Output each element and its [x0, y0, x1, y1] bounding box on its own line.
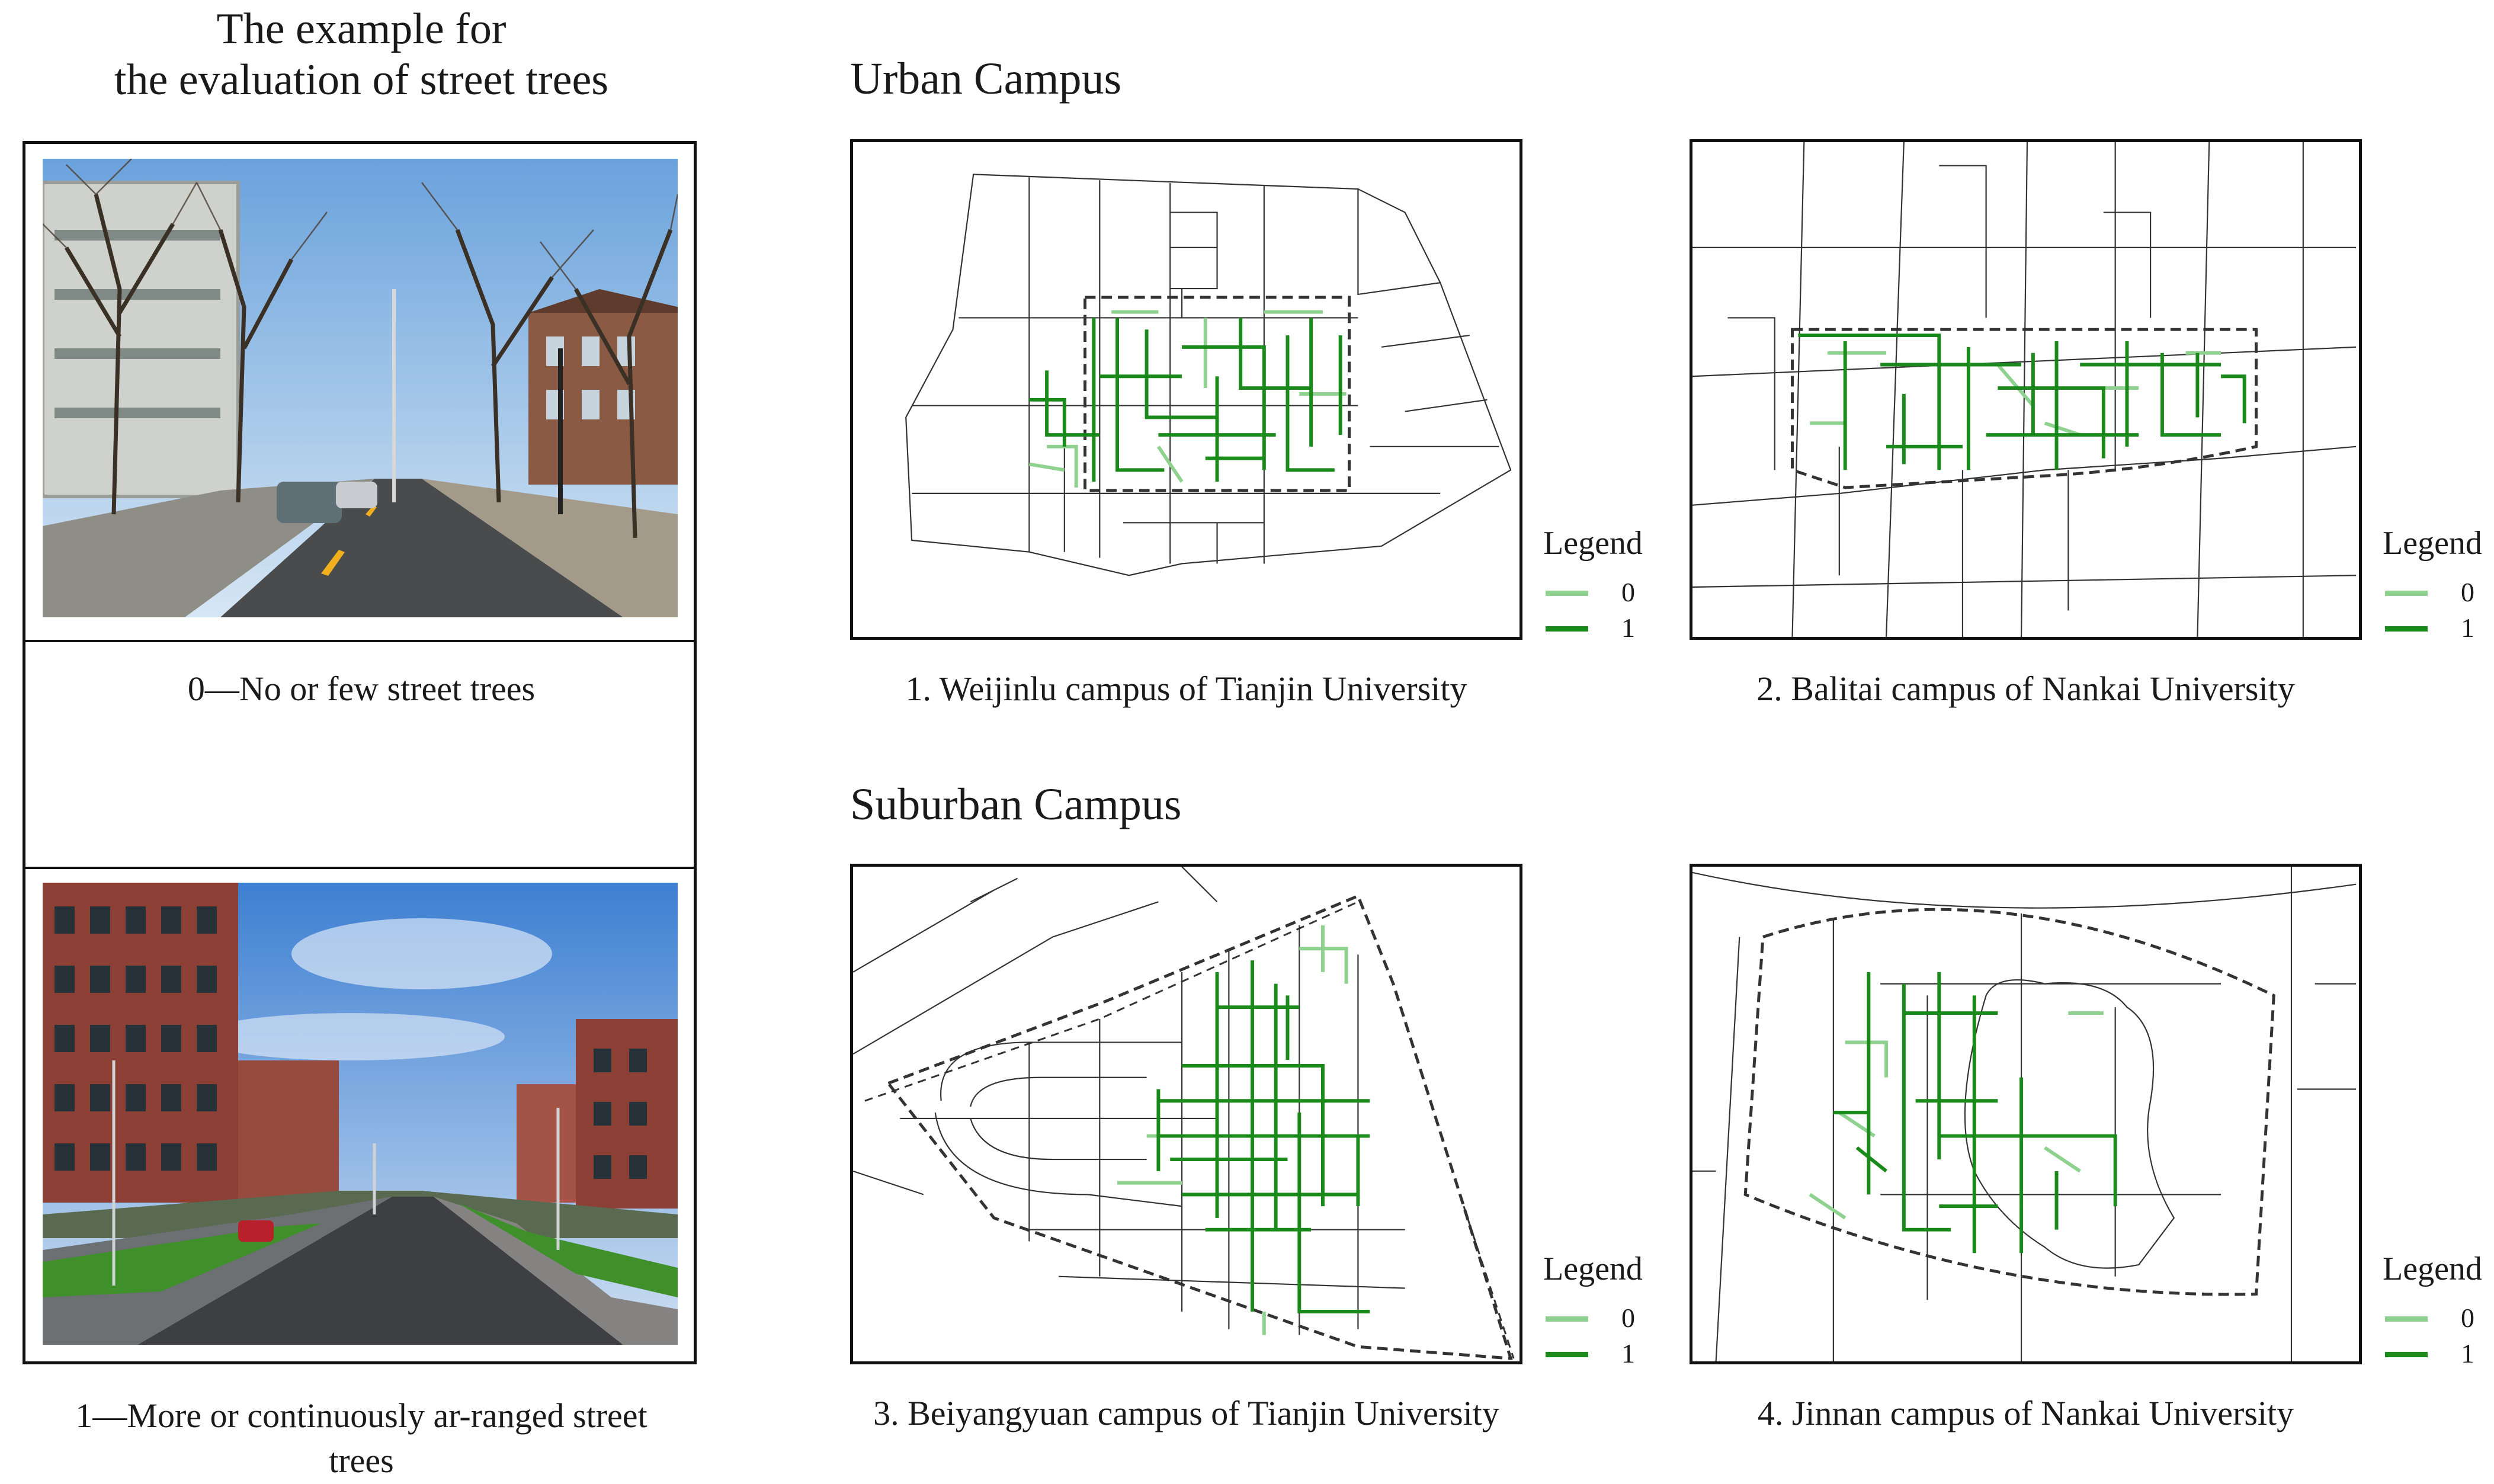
legend-swatch-1: [2385, 626, 2428, 632]
legend-map-3: Legend 0 1: [1543, 1250, 1643, 1368]
street-no-trees: [1809, 1011, 2104, 1220]
map-caption-weijinlu: 1. Weijinlu campus of Tianjin University: [905, 669, 1467, 708]
legend-title: Legend: [2383, 525, 2482, 562]
street-trees: [1833, 972, 2117, 1254]
legend-label-1: 1: [2461, 1338, 2474, 1368]
map-weijinlu: [850, 139, 1522, 640]
photo-continuous-street-trees: [43, 883, 678, 1345]
street-network-base: [853, 867, 1405, 1335]
legend-swatch-0: [2385, 591, 2428, 596]
legend-label-1: 1: [1621, 1338, 1635, 1368]
map-jinnan: [1690, 864, 2362, 1364]
legend-label-0: 0: [1621, 1303, 1635, 1333]
street-network-base: [1692, 867, 2357, 1361]
legend-title: Legend: [1543, 525, 1643, 562]
caption-continuous-line-1: 1—More or continuously ar-ranged street: [75, 1396, 647, 1435]
table-divider-2: [25, 867, 694, 869]
legend-swatch-0: [2385, 1316, 2428, 1322]
street-no-trees: [1028, 310, 1347, 488]
legend-label-0: 0: [1621, 577, 1635, 607]
campus-boundary: [1083, 296, 1351, 492]
left-title: The example for the evaluation of street…: [24, 4, 699, 105]
table-divider-1: [25, 640, 694, 642]
legend-map-2: Legend 0 1: [2383, 524, 2482, 643]
map-caption-beiyangyuan: 3. Beiyangyuan campus of Tianjin Univers…: [873, 1394, 1499, 1432]
caption-continuous-line-2: trees: [329, 1441, 394, 1480]
legend-label-0: 0: [2461, 577, 2474, 607]
legend-map-4: Legend 0 1: [2383, 1250, 2482, 1368]
legend-swatch-1: [1546, 626, 1588, 632]
campus-boundary: [1743, 908, 2275, 1296]
legend-label-0: 0: [2461, 1303, 2474, 1333]
legend-swatch-1: [1546, 1352, 1588, 1357]
street-network-base: [905, 174, 1512, 576]
caption-continuous-street-trees: 1—More or continuously ar-ranged street …: [24, 1393, 699, 1483]
outer-boundary: [864, 900, 1515, 1359]
street-no-trees: [1810, 351, 2221, 437]
map-caption-jinnan: 4. Jinnan campus of Nankai University: [1757, 1394, 2294, 1432]
example-table: [23, 141, 697, 1364]
left-title-line-1: The example for: [216, 5, 507, 53]
section-title-suburban: Suburban Campus: [850, 780, 1182, 829]
street-trees: [1029, 318, 1342, 482]
legend-swatch-1: [2385, 1352, 2428, 1357]
legend-title: Legend: [1543, 1251, 1643, 1287]
legend-swatch-0: [1546, 1316, 1588, 1322]
caption-few-street-trees: 0—No or few street trees: [187, 669, 536, 708]
legend-label-1: 1: [2461, 613, 2474, 643]
street-trees: [1156, 960, 1370, 1313]
legend-title: Legend: [2383, 1251, 2482, 1287]
map-caption-balitai: 2. Balitai campus of Nankai University: [1756, 669, 2295, 708]
map-beiyangyuan: [850, 864, 1522, 1364]
photo-few-street-trees: [43, 159, 678, 617]
left-title-line-2: the evaluation of street trees: [114, 56, 609, 104]
map-balitai: [1690, 139, 2362, 640]
campus-boundary: [886, 894, 1513, 1360]
campus-boundary: [1791, 328, 2258, 489]
legend-map-1: Legend 0 1: [1543, 524, 1643, 643]
section-title-urban: Urban Campus: [850, 54, 1122, 104]
street-trees: [1798, 334, 2246, 470]
legend-label-1: 1: [1621, 613, 1635, 643]
legend-swatch-0: [1546, 591, 1588, 596]
